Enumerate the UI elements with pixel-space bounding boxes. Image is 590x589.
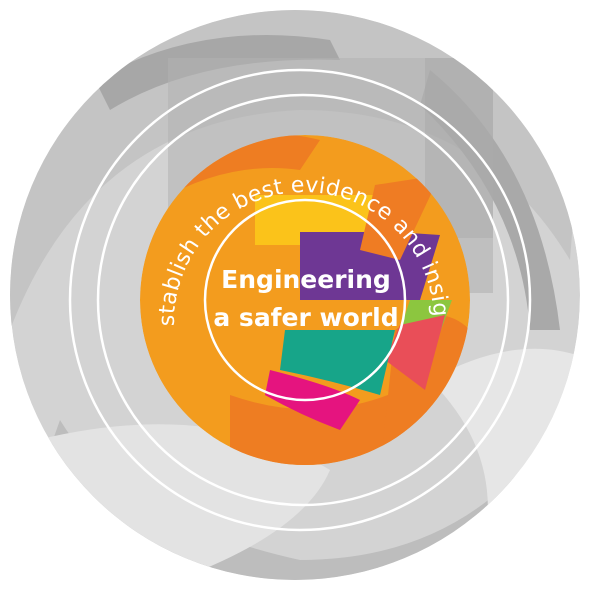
center-title-line-1: Engineering (221, 265, 391, 294)
second-white-ring (96, 93, 510, 507)
center-title-line-2: a safer world (213, 303, 398, 332)
inner-white-ring (203, 198, 407, 402)
outer-white-ring (68, 68, 532, 532)
